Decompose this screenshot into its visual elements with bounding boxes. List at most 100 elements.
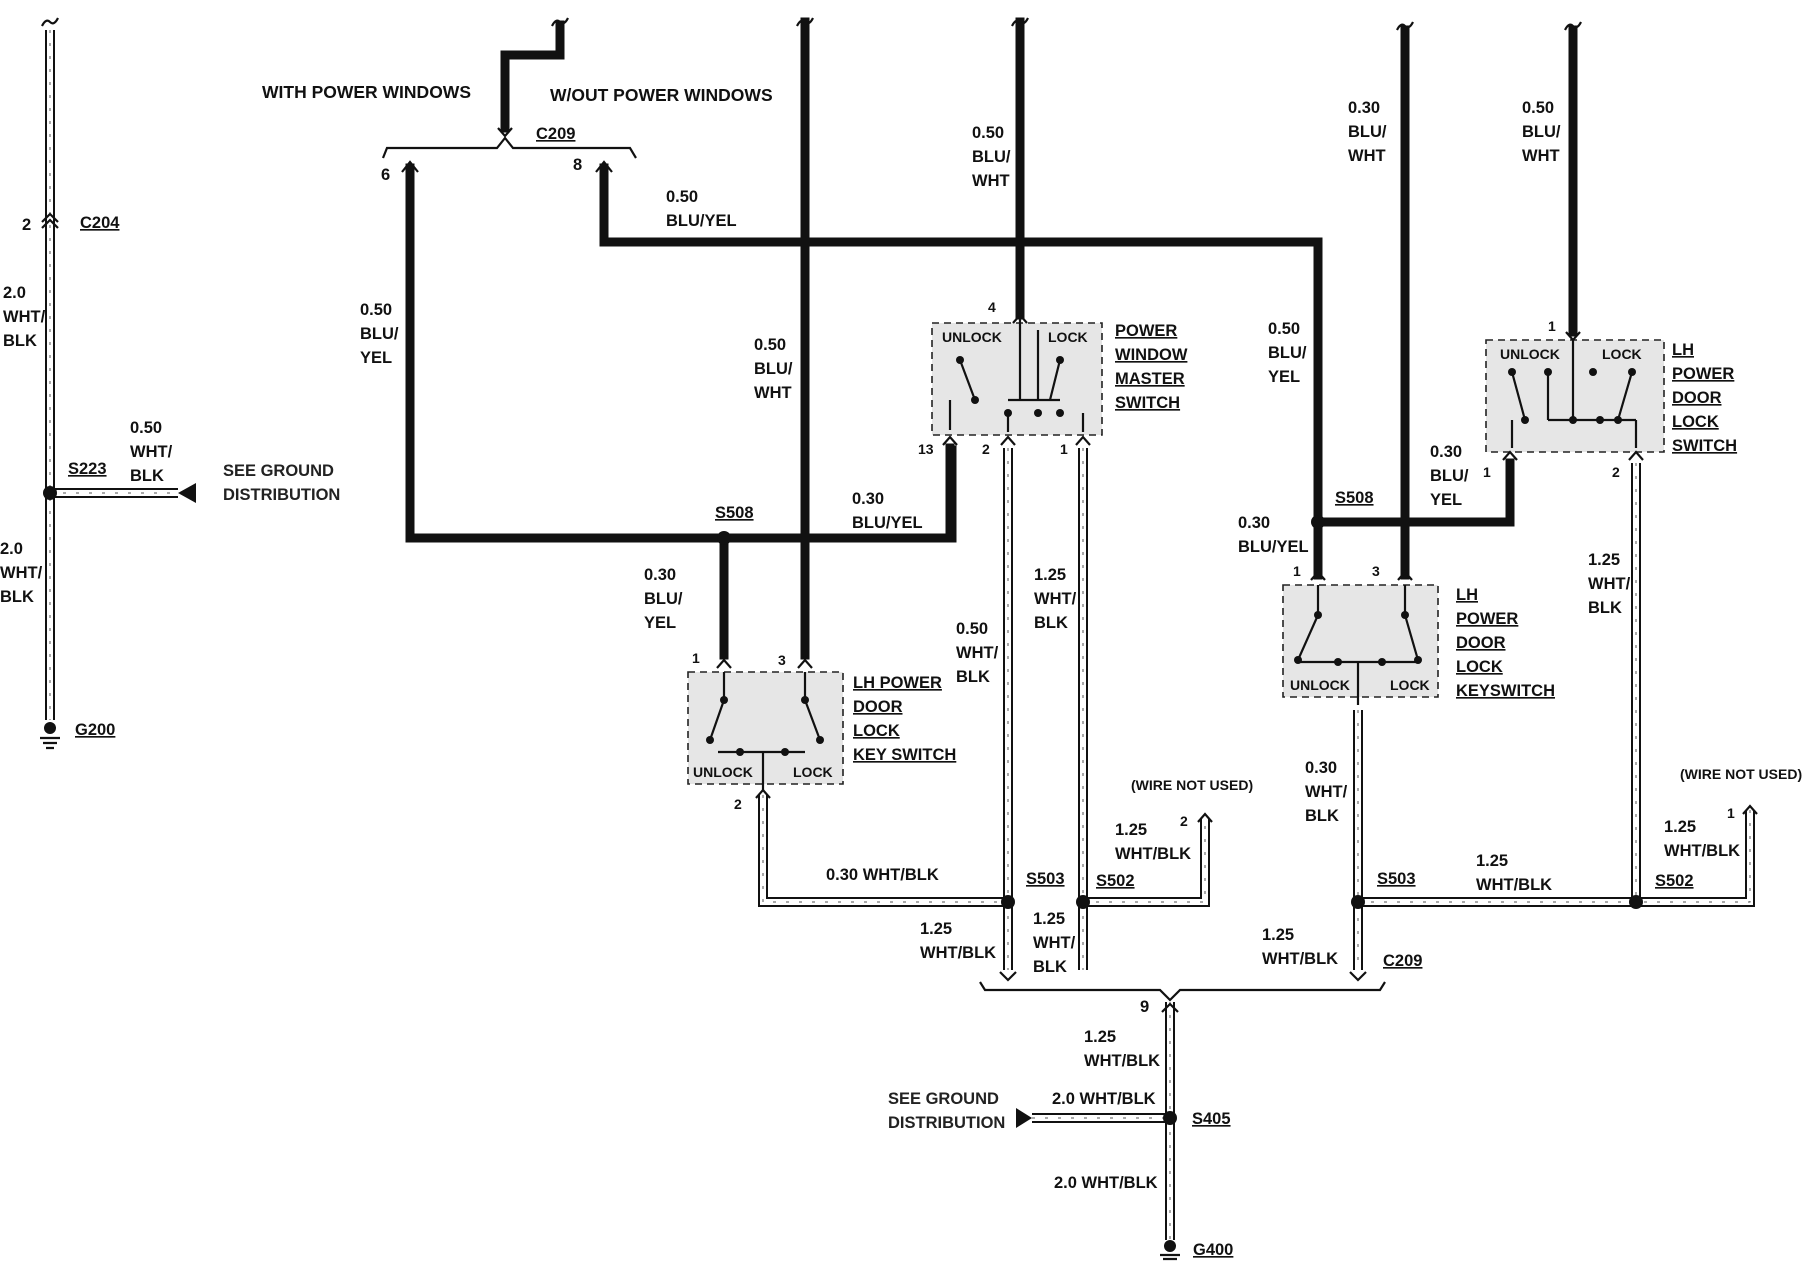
arrow-left-icon [178, 483, 196, 503]
component-lh-power-door-lock-key-switch: UNLOCK LOCK 1 3 2 LH POWER DOOR LOCK KEY… [687, 650, 956, 812]
pin-label: 1 [1060, 441, 1068, 457]
connector-label: C209 [536, 125, 575, 143]
pin-label: 2 [1612, 464, 1620, 480]
wire-label: 0.30 WHT/BLK [826, 866, 939, 884]
connector-c209-bottom: C209 9 [979, 952, 1422, 1016]
wire-label: YEL [1430, 491, 1462, 509]
ground-g400: G400 [1160, 1240, 1233, 1261]
component-name: LH [1672, 341, 1694, 359]
pin-label: 13 [918, 441, 934, 457]
splice-label-s405: S405 [1192, 1110, 1231, 1128]
connector-c209-top: C209 6 8 [381, 125, 637, 184]
ground-icon [1164, 1240, 1176, 1252]
header-with-power-windows: WITH POWER WINDOWS [262, 82, 471, 102]
splice-s405-dot [1163, 1111, 1177, 1125]
pin-label: 6 [381, 166, 390, 184]
splices: S223 S508 S508 S503 S502 S503 S502 S405 [43, 460, 1694, 1128]
splice-s223-dot [43, 486, 57, 500]
pin-label: 2 [734, 796, 742, 812]
switch-lock-label: LOCK [1048, 329, 1088, 345]
component-name: SWITCH [1115, 394, 1180, 412]
wire-not-used-label: (WIRE NOT USED) [1131, 777, 1253, 793]
wire-label: WHT [1522, 147, 1560, 165]
pin-label: 1 [1293, 563, 1301, 579]
wire-label: BLU/ [1348, 123, 1387, 141]
wire-label: WHT/BLK [1262, 950, 1338, 968]
pin-label: 9 [1140, 998, 1149, 1016]
pin-label: 1 [1548, 318, 1556, 334]
wire-label: 1.25 [1115, 821, 1147, 839]
connector-label: C209 [1383, 952, 1422, 970]
pin-label: 1 [1483, 464, 1491, 480]
wire-label: 2.0 WHT/BLK [1052, 1090, 1156, 1108]
wire-label: 0.50 [956, 620, 988, 638]
wire-label: WHT/ [1034, 590, 1077, 608]
wire-label: 1.25 [1034, 566, 1066, 584]
wires [45, 17, 1755, 1240]
header-without-power-windows: W/OUT POWER WINDOWS [550, 85, 773, 105]
break-mark-icon [41, 17, 59, 27]
splice-label-s502-left: S502 [1096, 872, 1135, 890]
wire-label: WHT/ [1588, 575, 1631, 593]
pin-label: 2 [1180, 813, 1188, 829]
ground-ref-label: SEE GROUND [223, 462, 334, 480]
wire-label: 0.30 [644, 566, 676, 584]
ground-label: G200 [75, 721, 115, 739]
wire-label: WHT/BLK [920, 944, 996, 962]
wire-label: BLU/ [1522, 123, 1561, 141]
wire-keyswitch-left-ground [758, 795, 1008, 907]
splice-label-s502-right: S502 [1655, 872, 1694, 890]
wire-label: 0.50 [972, 124, 1004, 142]
wire-master-pin13 [795, 443, 955, 543]
wire-label: 2.0 [0, 540, 23, 558]
switch-lock-label: LOCK [1390, 677, 1430, 693]
see-ground-distribution-bottom: SEE GROUND DISTRIBUTION [888, 1090, 1032, 1132]
ground-ref-label: DISTRIBUTION [223, 486, 340, 504]
switch-unlock-label: UNLOCK [693, 764, 753, 780]
wire-c209-feed [500, 20, 565, 133]
switch-unlock-label: UNLOCK [942, 329, 1002, 345]
wire-label: WHT [1348, 147, 1386, 165]
component-name: LOCK [1456, 658, 1503, 676]
wire-label: WHT [754, 384, 792, 402]
wire-label: 1.25 [1262, 926, 1294, 944]
connector-c204: 2 C204 [22, 212, 120, 234]
see-ground-distribution-top: SEE GROUND DISTRIBUTION [178, 462, 340, 504]
wire-label: BLU/YEL [666, 212, 737, 230]
pin-label: 3 [778, 652, 786, 668]
splice-s503-right-dot [1351, 895, 1365, 909]
component-name: WINDOW [1115, 346, 1188, 364]
wire-label: WHT/BLK [1084, 1052, 1160, 1070]
ground-label: G400 [1193, 1241, 1233, 1259]
ground-icon [44, 722, 56, 734]
wire-label: BLK [130, 467, 164, 485]
component-name: SWITCH [1672, 437, 1737, 455]
wire-label: 0.50 [1522, 99, 1554, 117]
wire-label: WHT/BLK [1476, 876, 1552, 894]
wire-label: 0.50 [754, 336, 786, 354]
connector-label: C204 [80, 214, 120, 232]
switch-unlock-label: UNLOCK [1290, 677, 1350, 693]
wire-label: BLU/YEL [852, 514, 923, 532]
splice-s502-right-dot [1629, 895, 1643, 909]
wire-label: WHT/ [1033, 934, 1076, 952]
wire-label: YEL [644, 614, 676, 632]
wire-break-marks [41, 17, 1582, 31]
wire-label: 2.0 [3, 284, 26, 302]
wire-label: WHT [972, 172, 1010, 190]
splice-label-s223: S223 [68, 460, 107, 478]
ground-ref-label: DISTRIBUTION [888, 1114, 1005, 1132]
component-name: DOOR [1456, 634, 1506, 652]
wire-label: 0.50 [130, 419, 162, 437]
component-name: LH [1456, 586, 1478, 604]
component-lh-power-door-lock-switch: UNLOCK LOCK 1 1 2 LH POWER DOOR LOCK SWI… [1483, 318, 1737, 480]
wire-label: 1.25 [1084, 1028, 1116, 1046]
pin-label: 3 [1372, 563, 1380, 579]
wire-label: WHT/ [1305, 783, 1348, 801]
component-name: MASTER [1115, 370, 1185, 388]
splice-s508-left-dot [717, 531, 731, 545]
wire-label: BLK [1033, 958, 1067, 976]
wire-c209-pin8 [599, 163, 1323, 507]
wire-s503-s502-right [1358, 810, 1755, 907]
